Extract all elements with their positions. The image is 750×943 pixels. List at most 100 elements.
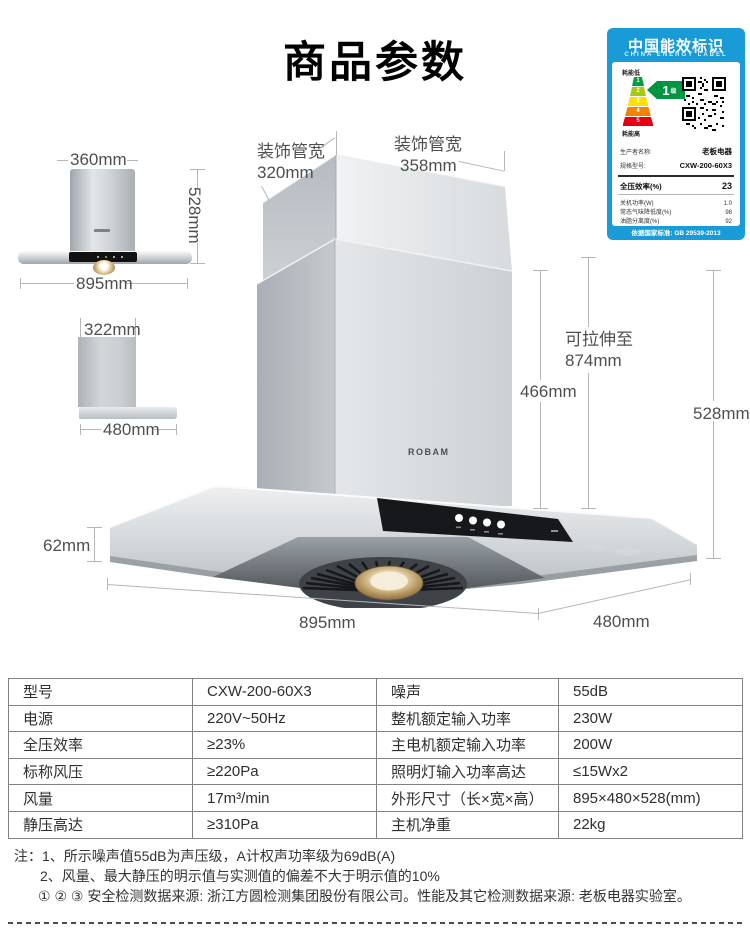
spec-key-cell: 整机额定输入功率 bbox=[376, 704, 559, 733]
spec-value-cell: 220V~50Hz bbox=[192, 704, 377, 733]
dim-tick bbox=[135, 318, 136, 339]
dashed-divider bbox=[8, 922, 742, 924]
table-row: 全压效率 ≥23% 主电机额定输入功率 200W bbox=[8, 731, 743, 759]
grade-1-badge: 1 级 bbox=[647, 81, 685, 99]
scale-step-5: 5 bbox=[622, 117, 654, 126]
panel-dot bbox=[97, 256, 99, 258]
dim-tick bbox=[107, 578, 108, 590]
dim-tick bbox=[690, 573, 691, 585]
table-row: 型号 CXW-200-60X3 噪声 55dB bbox=[8, 678, 743, 706]
speed-low-button bbox=[469, 516, 477, 525]
divider bbox=[618, 175, 734, 177]
front-height-label: 528mm bbox=[185, 187, 204, 244]
spec-key-cell: 风量 bbox=[8, 784, 193, 812]
robam-logo-mark bbox=[94, 229, 110, 232]
energy-label-panel: 耗能低 1 2 3 4 5 耗能高 1 级 bbox=[612, 62, 740, 226]
spec-value-cell: 200W bbox=[558, 731, 743, 759]
spec-key-cell: 照明灯输入功率高达 bbox=[376, 757, 559, 786]
spec-key-cell: 静压高达 bbox=[8, 810, 193, 839]
dim-tick bbox=[80, 424, 81, 435]
scale-step-1: 1 bbox=[632, 77, 644, 86]
range-hood-main-image: ROBAM bbox=[109, 154, 698, 608]
front-width-label: 360mm bbox=[70, 150, 127, 169]
side-view-base bbox=[79, 407, 177, 419]
button-label-mark bbox=[484, 531, 489, 533]
dim-line bbox=[57, 160, 68, 161]
dim-tick bbox=[581, 508, 596, 509]
spec-value-cell: 230W bbox=[558, 704, 743, 733]
scale-step-4: 4 bbox=[625, 107, 651, 116]
spec-table: 型号 CXW-200-60X3 噪声 55dB 电源 220V~50Hz 整机额… bbox=[8, 678, 743, 839]
front-view-lamp bbox=[93, 260, 115, 275]
panel-dot bbox=[121, 256, 123, 258]
light-button bbox=[497, 520, 505, 529]
spec-value-cell: ≥220Pa bbox=[192, 757, 377, 786]
energy-scale: 1 2 3 4 5 bbox=[620, 77, 656, 127]
spec-value-cell: 895×480×528(mm) bbox=[558, 784, 743, 812]
panel-logo-mark bbox=[551, 530, 558, 532]
dim-line bbox=[154, 429, 176, 430]
dim-line bbox=[713, 421, 714, 558]
main-width-label: 895mm bbox=[299, 613, 356, 632]
button-label-mark bbox=[456, 526, 461, 529]
dim-tick bbox=[176, 424, 177, 435]
button-label-mark bbox=[470, 529, 475, 531]
side-top-width-label: 322mm bbox=[84, 320, 141, 339]
producer-row: 生产者名称: 老板电器 bbox=[620, 147, 732, 156]
side-bottom-width-label: 480mm bbox=[103, 420, 160, 439]
spec-key-cell: 型号 bbox=[8, 678, 193, 706]
dim-line bbox=[588, 257, 589, 327]
note-line-3: ① ② ③ 安全检测数据来源: 浙江方圆检测集团股份有限公司。性能及其它检测数据… bbox=[38, 888, 691, 904]
front-view-chimney bbox=[70, 169, 135, 252]
dim-tick bbox=[706, 558, 721, 559]
metric-row: 常态气味降低度(%) 98 bbox=[620, 210, 732, 216]
extend-height-label: 可拉伸至 874mm bbox=[565, 330, 633, 370]
panel-dot bbox=[105, 256, 107, 258]
spec-key-cell: 标称风压 bbox=[8, 757, 193, 786]
spec-key-cell: 电源 bbox=[8, 704, 193, 733]
table-row: 风量 17m³/min 外形尺寸（长×宽×高） 895×480×528(mm) bbox=[8, 784, 743, 812]
dim-tick bbox=[80, 318, 81, 339]
hood-underside-fan bbox=[213, 537, 545, 608]
table-row: 电源 220V~50Hz 整机额定输入功率 230W bbox=[8, 704, 743, 733]
panel-dot bbox=[113, 256, 115, 258]
spec-key-cell: 外形尺寸（长×宽×高） bbox=[376, 784, 559, 812]
note-line-1: 注：1、所示噪声值55dB为声压级，A计权声功率级为69dB(A) bbox=[14, 848, 396, 864]
dim-line bbox=[713, 270, 714, 401]
dim-line bbox=[94, 527, 95, 562]
high-energy-label: 耗能高 bbox=[622, 132, 641, 138]
dim-tick bbox=[336, 131, 337, 155]
dim-line bbox=[540, 402, 541, 508]
side-view-chimney bbox=[78, 337, 136, 407]
power-button bbox=[455, 514, 463, 522]
spec-value-cell: ≥310Pa bbox=[192, 810, 377, 839]
duct-right-label: 装饰管宽 358mm bbox=[394, 135, 462, 175]
control-panel bbox=[377, 498, 573, 542]
note-line-2: 2、风量、最大静压的明示值与实测值的偏差不大于明示值的10% bbox=[40, 868, 440, 884]
dim-line bbox=[20, 283, 74, 284]
energy-label: 中国能效标识 CHINA ENERGY LABEL 耗能低 1 2 3 4 5 … bbox=[607, 28, 745, 240]
energy-label-title: 中国能效标识 bbox=[627, 38, 724, 55]
dim-line bbox=[197, 243, 198, 264]
rim-height-label: 62mm bbox=[43, 536, 91, 555]
divider bbox=[618, 194, 734, 195]
model-row: 规格型号: CXW-200-60X3 bbox=[620, 161, 732, 170]
metric-row: 关机功率(W) 1.0 bbox=[620, 201, 732, 207]
spec-key-cell: 主机净重 bbox=[376, 810, 559, 839]
table-row: 静压高达 ≥310Pa 主机净重 22kg bbox=[8, 810, 743, 839]
spec-value-cell: ≤15Wx2 bbox=[558, 757, 743, 786]
dim-tick bbox=[187, 278, 188, 289]
dim-tick bbox=[504, 151, 505, 171]
page-title: 商品参数 bbox=[283, 39, 467, 87]
table-row: 标称风压 ≥220Pa 照明灯输入功率高达 ≤15Wx2 bbox=[8, 757, 743, 786]
main-depth-label: 480mm bbox=[593, 612, 650, 631]
metric-row: 油脂分离度(%) 92 bbox=[620, 219, 732, 225]
dim-tick bbox=[533, 508, 548, 509]
inner-height-label: 466mm bbox=[520, 382, 577, 401]
metric-row-main: 全压效率(%) 23 bbox=[620, 181, 732, 191]
spec-value-cell: 22kg bbox=[558, 810, 743, 839]
front-bottom-width-label: 895mm bbox=[76, 274, 133, 293]
dim-tick bbox=[87, 561, 102, 562]
low-energy-label: 耗能低 bbox=[622, 71, 641, 77]
